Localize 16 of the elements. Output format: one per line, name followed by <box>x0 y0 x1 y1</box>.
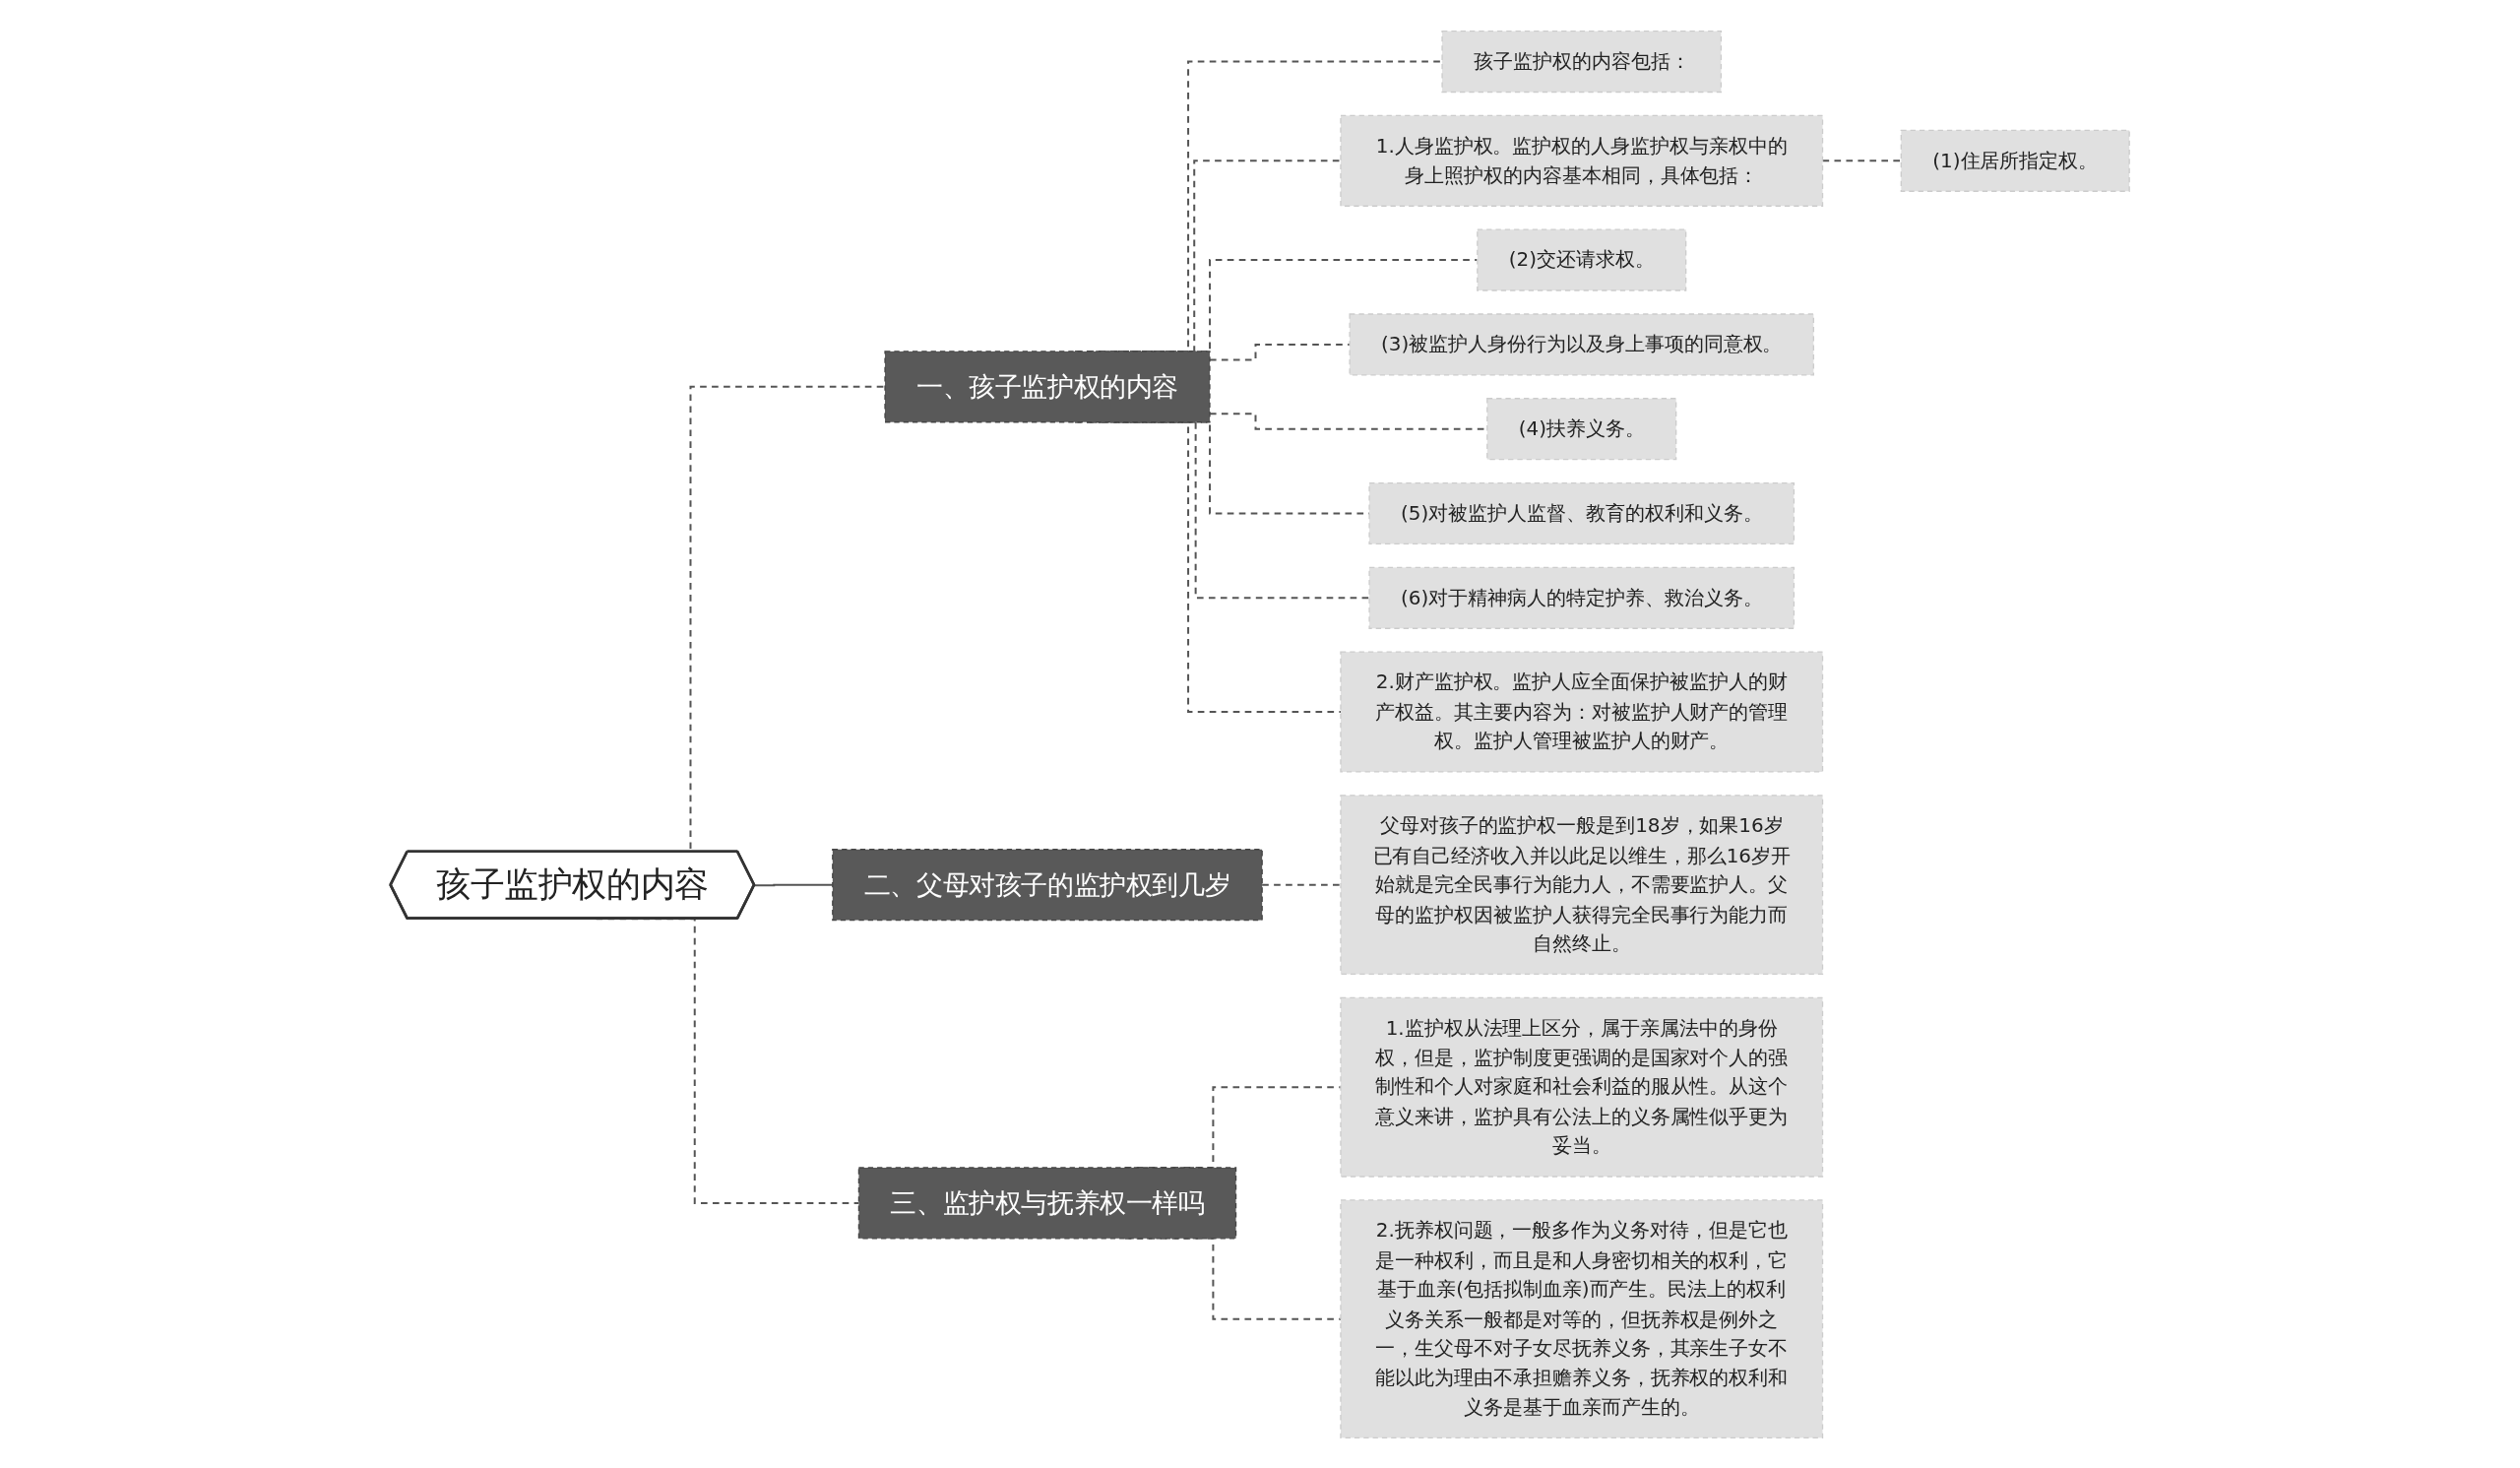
node-box: 父母对孩子的监护权一般是到18岁，如果16岁已有自己经济收入并以此足以维生，那么16岁开始就是完全民事行为能力人，不需要监护人。父母的监护权因被监护人获得完全民事行为能力而自然终止。 <box>1340 794 1824 975</box>
node-box: 一、孩子监护权的内容 <box>884 350 1211 422</box>
node-box: 三、监护权与抚养权一样吗 <box>857 1166 1237 1239</box>
node-box: (5)对被监护人监督、教育的权利和义务。 <box>1368 481 1796 544</box>
node-box: (4)扶养义务。 <box>1486 397 1677 460</box>
node-box: 二、父母对孩子的监护权到几岁 <box>832 848 1263 921</box>
node-box: 孩子监护权的内容包括： <box>1441 30 1723 93</box>
node-box: (2)交还请求权。 <box>1477 228 1687 291</box>
node-box: 1.人身监护权。监护权的人身监护权与亲权中的身上照护权的内容基本相同，具体包括： <box>1340 114 1824 207</box>
node-box: 1.监护权从法理上区分，属于亲属法中的身份权，但是，监护制度更强调的是国家对个人的强制性和个人对家庭和社会利益的服从性。从这个意义来讲，监护具有公法上的义务属性似乎更为妥当。 <box>1340 996 1824 1178</box>
node-box: (3)被监护人身份行为以及身上事项的同意权。 <box>1349 312 1815 375</box>
node-box: (6)对于精神病人的特定护养、救治义务。 <box>1368 566 1796 629</box>
node-box: (1)住居所指定权。 <box>1900 129 2130 192</box>
node-box: 2.抚养权问题，一般多作为义务对待，但是它也是一种权利，而且是和人身密切相关的权利，它基于血亲(包括拟制血亲)而产生。民法上的权利义务关系一般都是对等的，但抚养权是例外之一，生父母不对子女尽抚养义务，其亲生子女不能以此为理由不承担赡养义务，抚养权的权利和义务是基于血亲而产生的。 <box>1340 1198 1824 1438</box>
node-box: 2.财产监护权。监护人应全面保护被监护人的财产权益。其主要内容为：对被监护人财产的管理权。监护人管理被监护人的财产。 <box>1340 651 1824 773</box>
connector <box>1209 343 1352 360</box>
